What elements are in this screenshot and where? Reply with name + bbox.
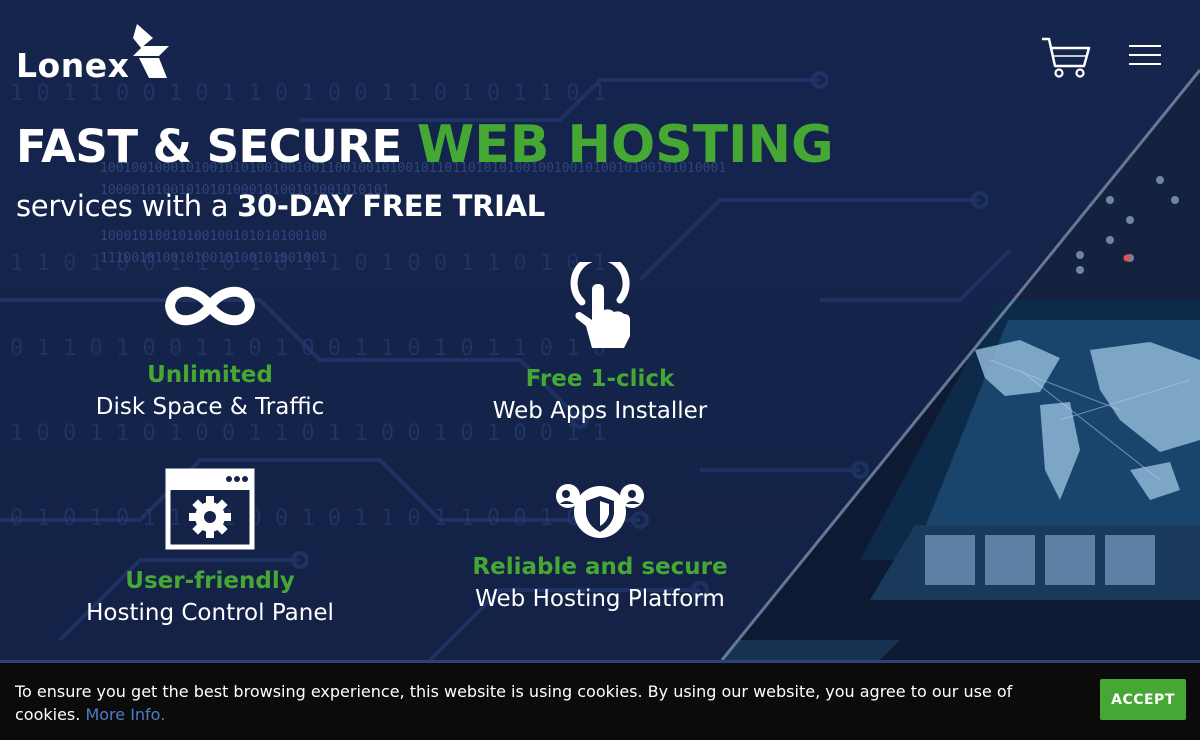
feature-text: Web Hosting Platform (475, 586, 725, 612)
cookie-message: To ensure you get the best browsing expe… (15, 680, 1075, 726)
feature-title: User-friendly (125, 568, 295, 594)
background-decoration: 1 0 1 1 0 0 1 0 1 1 0 1 0 0 1 1 0 1 0 1 … (0, 69, 1200, 660)
svg-text:100001010010101010001010010100: 1000010100101010100010100101001010101 (100, 183, 390, 198)
svg-text:1 0 0 1 1 0 1 0 0 1: 1 0 0 1 1 0 1 0 0 1 1 0 1 1 0 0 1 0 1 0 … (10, 421, 606, 446)
feature-title: Reliable and secure (472, 554, 728, 580)
feature-text: Web Apps Installer (492, 398, 708, 424)
headline-green: WEB HOSTING (416, 115, 834, 175)
accept-cookies-button[interactable]: ACCEPT (1100, 679, 1186, 720)
more-info-link[interactable]: More Info. (85, 705, 166, 724)
cookie-banner: To ensure you get the best browsing expe… (0, 660, 1200, 740)
logo-mark-icon (133, 24, 170, 78)
subline-bold: 30-DAY FREE TRIAL (237, 189, 545, 223)
svg-text:1 0 1 1 0 0 1 0 1 1: 1 0 1 1 0 0 1 0 1 1 0 1 0 0 1 1 0 1 0 1 … (10, 81, 606, 106)
users-shield-icon (556, 484, 644, 538)
control-panel-gear-icon (165, 468, 255, 550)
svg-text:10001010010100100101010100100: 10001010010100100101010100100 (100, 229, 327, 244)
subheadline: services with a 30-DAY FREE TRIAL (16, 186, 545, 226)
infinity-icon (165, 286, 255, 326)
feature-control-panel: User-friendly Hosting Control Panel (30, 468, 390, 630)
feature-text: Hosting Control Panel (86, 600, 334, 626)
click-hand-icon (570, 262, 630, 348)
feature-one-click: Free 1-click Web Apps Installer (420, 262, 780, 428)
svg-text:0 1 0 1 0 1 1 0 1 0: 0 1 0 1 0 1 1 0 1 0 0 1 0 1 1 0 1 1 0 0 … (10, 506, 606, 531)
feature-unlimited: Unlimited Disk Space & Traffic (30, 278, 390, 424)
datacenter-photo-panel (720, 69, 1200, 660)
headline: FAST & SECURE WEB HOSTING (16, 113, 834, 179)
feature-text: Disk Space & Traffic (95, 394, 325, 420)
headline-white: FAST & SECURE (16, 120, 417, 173)
feature-title: Unlimited (147, 362, 273, 388)
binary-digits: 1 0 1 1 0 0 1 0 1 1 0 1 0 0 1 1 0 1 0 1 … (10, 81, 606, 531)
hamburger-menu-icon[interactable] (1129, 45, 1161, 67)
svg-text:1 1 0 1 0 0 1 1 0 1: 1 1 0 1 0 0 1 1 0 1 0 1 1 0 1 0 0 1 1 0 … (10, 251, 606, 276)
feature-reliable: Reliable and secure Web Hosting Platform (420, 478, 780, 616)
hero-section: 1 0 1 1 0 0 1 0 1 1 0 1 0 0 1 1 0 1 0 1 … (0, 0, 1200, 660)
svg-text:100100100010100101010010010011: 1001001000101001010100100100110010010100… (100, 161, 726, 176)
subline-prefix: services with a (16, 189, 238, 223)
circuit-traces (0, 71, 1012, 660)
svg-text:0 1 1 0 1 0 0 1 1 0: 0 1 1 0 1 0 0 1 1 0 1 0 0 1 1 0 1 0 1 1 … (10, 336, 606, 361)
lonex-logo[interactable]: Lonex (16, 22, 170, 85)
cookie-message-text: To ensure you get the best browsing expe… (15, 682, 1013, 724)
cart-icon[interactable] (1040, 36, 1092, 78)
feature-title: Free 1-click (525, 366, 675, 392)
svg-text:11100101001010010100101001001: 11100101001010010100101001001 (100, 251, 327, 266)
logo-text: Lonex (16, 46, 130, 85)
